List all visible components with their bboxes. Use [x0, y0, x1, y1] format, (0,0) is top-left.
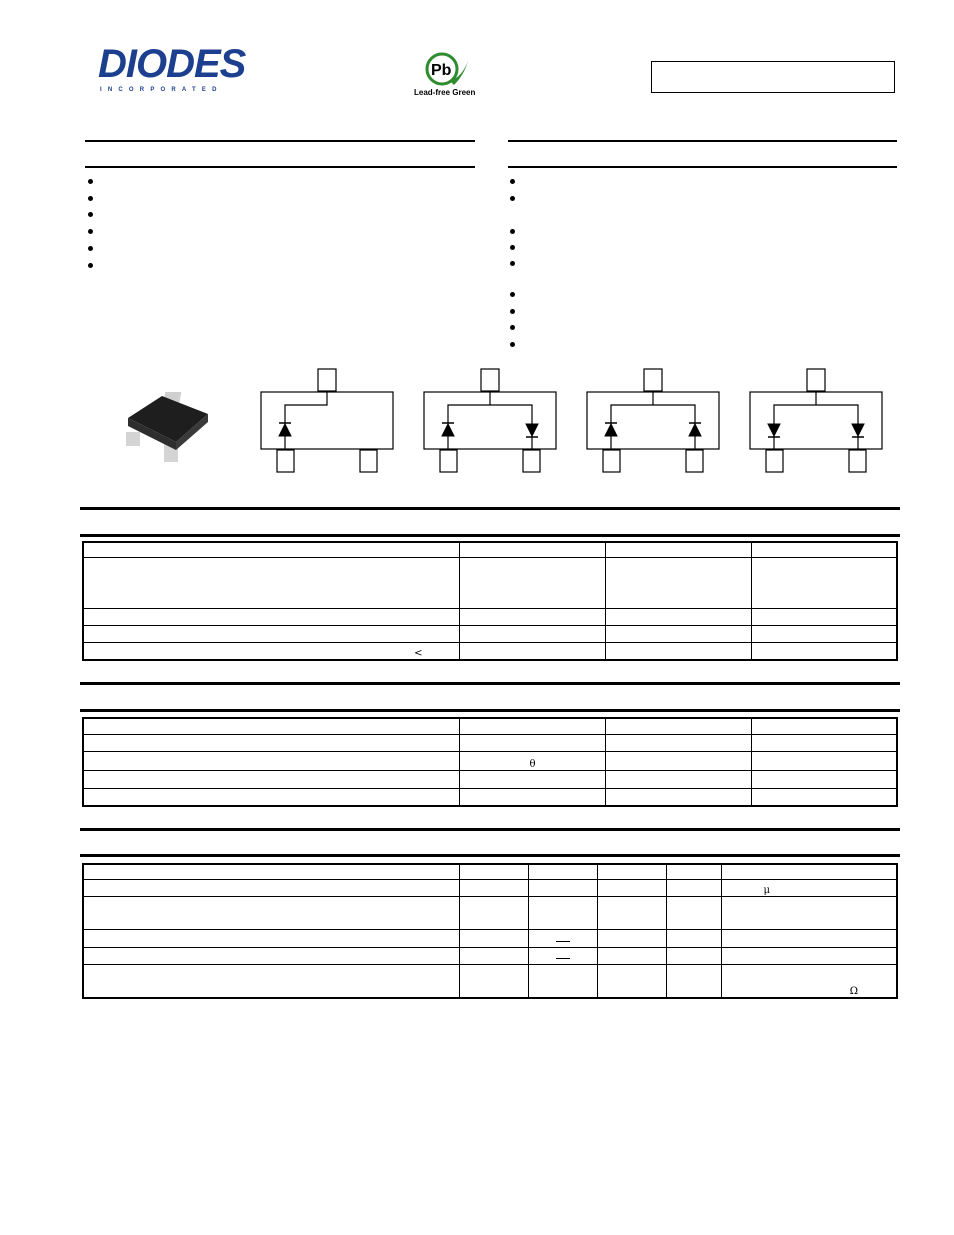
features-header-rule-top [85, 140, 475, 142]
mechanical-header-rule-bottom [508, 166, 897, 168]
theta-symbol: θ [529, 758, 536, 770]
brand-logo-subtitle: INCORPORATED [100, 87, 223, 93]
features-bullet [88, 196, 93, 201]
electrical-header-rule-bottom [80, 854, 900, 857]
ratings-table: < [82, 541, 898, 661]
mechanical-bullet [510, 292, 515, 297]
features-header-rule-bottom [85, 166, 475, 168]
diode-icon [851, 423, 865, 438]
diode-icon [278, 422, 292, 437]
less-than-symbol: < [414, 648, 423, 659]
mechanical-bullet [510, 309, 515, 314]
thermal-table: θ [82, 717, 898, 807]
mechanical-bullet [510, 245, 515, 250]
part-number-box [651, 61, 895, 93]
circuit-common-anode [749, 368, 883, 473]
electrical-header-rule-top [80, 828, 900, 831]
table-row [82, 929, 898, 948]
mechanical-bullet [510, 196, 515, 201]
ratings-header-rule-top [80, 507, 900, 510]
table-row [82, 863, 898, 880]
brand-logo: DIODES [98, 42, 246, 86]
features-bullet [88, 229, 93, 234]
lead-free-badge-icon: Pb [425, 52, 468, 86]
table-row [82, 895, 898, 931]
mu-symbol: μ [763, 884, 771, 896]
table-row [82, 788, 898, 807]
features-bullet [88, 212, 93, 217]
thermal-header-rule-top [80, 682, 900, 685]
dash-mark [555, 940, 570, 942]
circuit-series-diodes [423, 368, 557, 473]
table-row [82, 607, 898, 626]
lead-free-caption: Lead-free Green [414, 88, 476, 97]
sot23-package-photo [126, 392, 208, 462]
mechanical-bullet [510, 342, 515, 347]
mechanical-bullet [510, 179, 515, 184]
diode-icon [767, 423, 781, 438]
table-row [82, 717, 898, 735]
table-row: θ [82, 751, 898, 771]
table-row [82, 769, 898, 790]
table-row: μ [82, 878, 898, 897]
table-row: Ω [82, 963, 898, 999]
mechanical-bullet [510, 325, 515, 330]
omega-symbol: Ω [849, 986, 858, 997]
table-row [82, 541, 898, 558]
diode-icon [525, 423, 539, 438]
thermal-header-rule-bottom [80, 709, 900, 712]
mechanical-bullet [510, 229, 515, 234]
diode-icon [688, 422, 702, 437]
diode-icon [604, 422, 618, 437]
features-bullet [88, 246, 93, 251]
dash-mark [555, 957, 570, 959]
table-row [82, 556, 898, 609]
pb-symbol: Pb [431, 62, 452, 79]
features-bullet [88, 263, 93, 268]
table-row [82, 946, 898, 965]
mechanical-header-rule-top [508, 140, 897, 142]
diode-icon [441, 422, 455, 437]
ratings-header-rule-bottom [80, 534, 900, 537]
circuit-common-cathode [586, 368, 720, 473]
features-bullet [88, 179, 93, 184]
mechanical-bullet [510, 261, 515, 266]
table-row [82, 733, 898, 753]
circuit-single-diode [260, 368, 394, 473]
table-row: < [82, 642, 898, 661]
table-row [82, 624, 898, 644]
electrical-table: μ Ω [82, 863, 898, 999]
